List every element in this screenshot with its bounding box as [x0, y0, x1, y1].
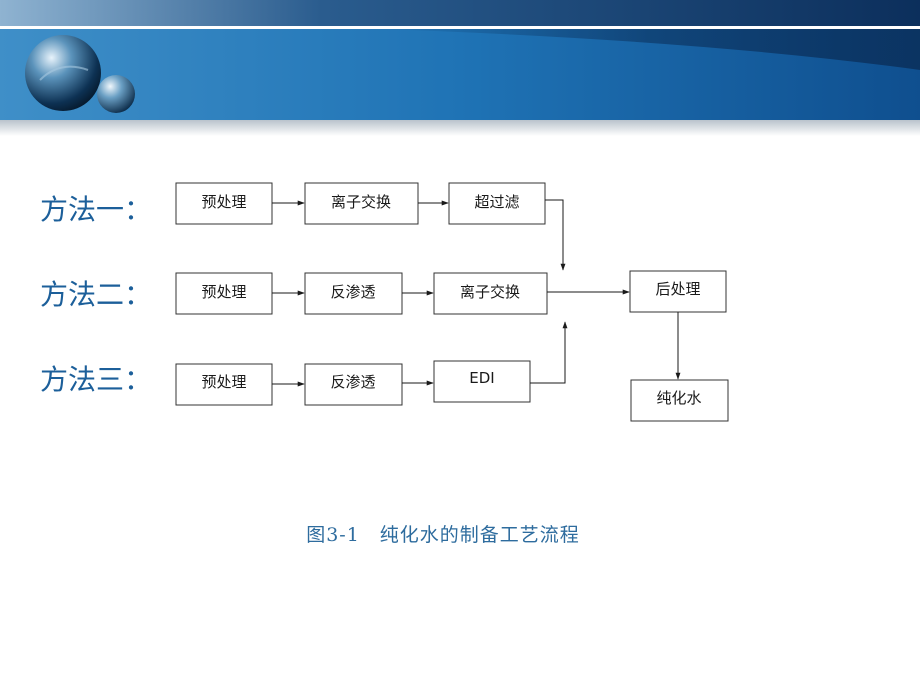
flow-arrow [530, 321, 568, 384]
method-2-step-1-text: 预处理 [201, 283, 246, 301]
method-1-step-2-node: 离子交换 [304, 182, 419, 225]
method-1-label: 方法一： [40, 193, 153, 226]
method-3-step-1-text: 预处理 [201, 373, 246, 391]
product-text: 纯化水 [656, 389, 701, 407]
method-2-step-3-node: 离子交换 [433, 272, 548, 315]
method-1-step-1-text: 预处理 [201, 193, 246, 211]
method-2-step-3-text: 离子交换 [460, 283, 520, 301]
method-3-label: 方法三： [40, 363, 153, 396]
method-2-label: 方法二： [40, 278, 153, 311]
method-1-step-3-text: 超过滤 [474, 193, 519, 211]
method-3-step-2-node: 反渗透 [304, 363, 403, 406]
method-1-step-1-node: 预处理 [175, 182, 273, 225]
product-node: 纯化水 [630, 379, 729, 422]
method-3-step-3-text: EDI [469, 369, 494, 387]
header-banner [0, 0, 920, 136]
method-3-step-2-text: 反渗透 [330, 373, 375, 391]
post-treatment-text: 后处理 [655, 280, 700, 298]
method-1-step-3-node: 超过滤 [448, 182, 546, 225]
post-treatment-node: 后处理 [629, 270, 727, 313]
small-orb-icon [97, 75, 135, 113]
method-1-step-2-text: 离子交换 [331, 193, 391, 211]
method-3-step-1-node: 预处理 [175, 363, 273, 406]
large-orb-icon [25, 35, 101, 111]
method-3-step-3-node: EDI [433, 360, 531, 403]
method-2-step-2-node: 反渗透 [304, 272, 403, 315]
method-2-step-2-text: 反渗透 [330, 283, 375, 301]
method-2-step-1-node: 预处理 [175, 272, 273, 315]
flow-arrow [545, 199, 566, 271]
figure-caption: 图3-1 纯化水的制备工艺流程 [306, 524, 580, 546]
